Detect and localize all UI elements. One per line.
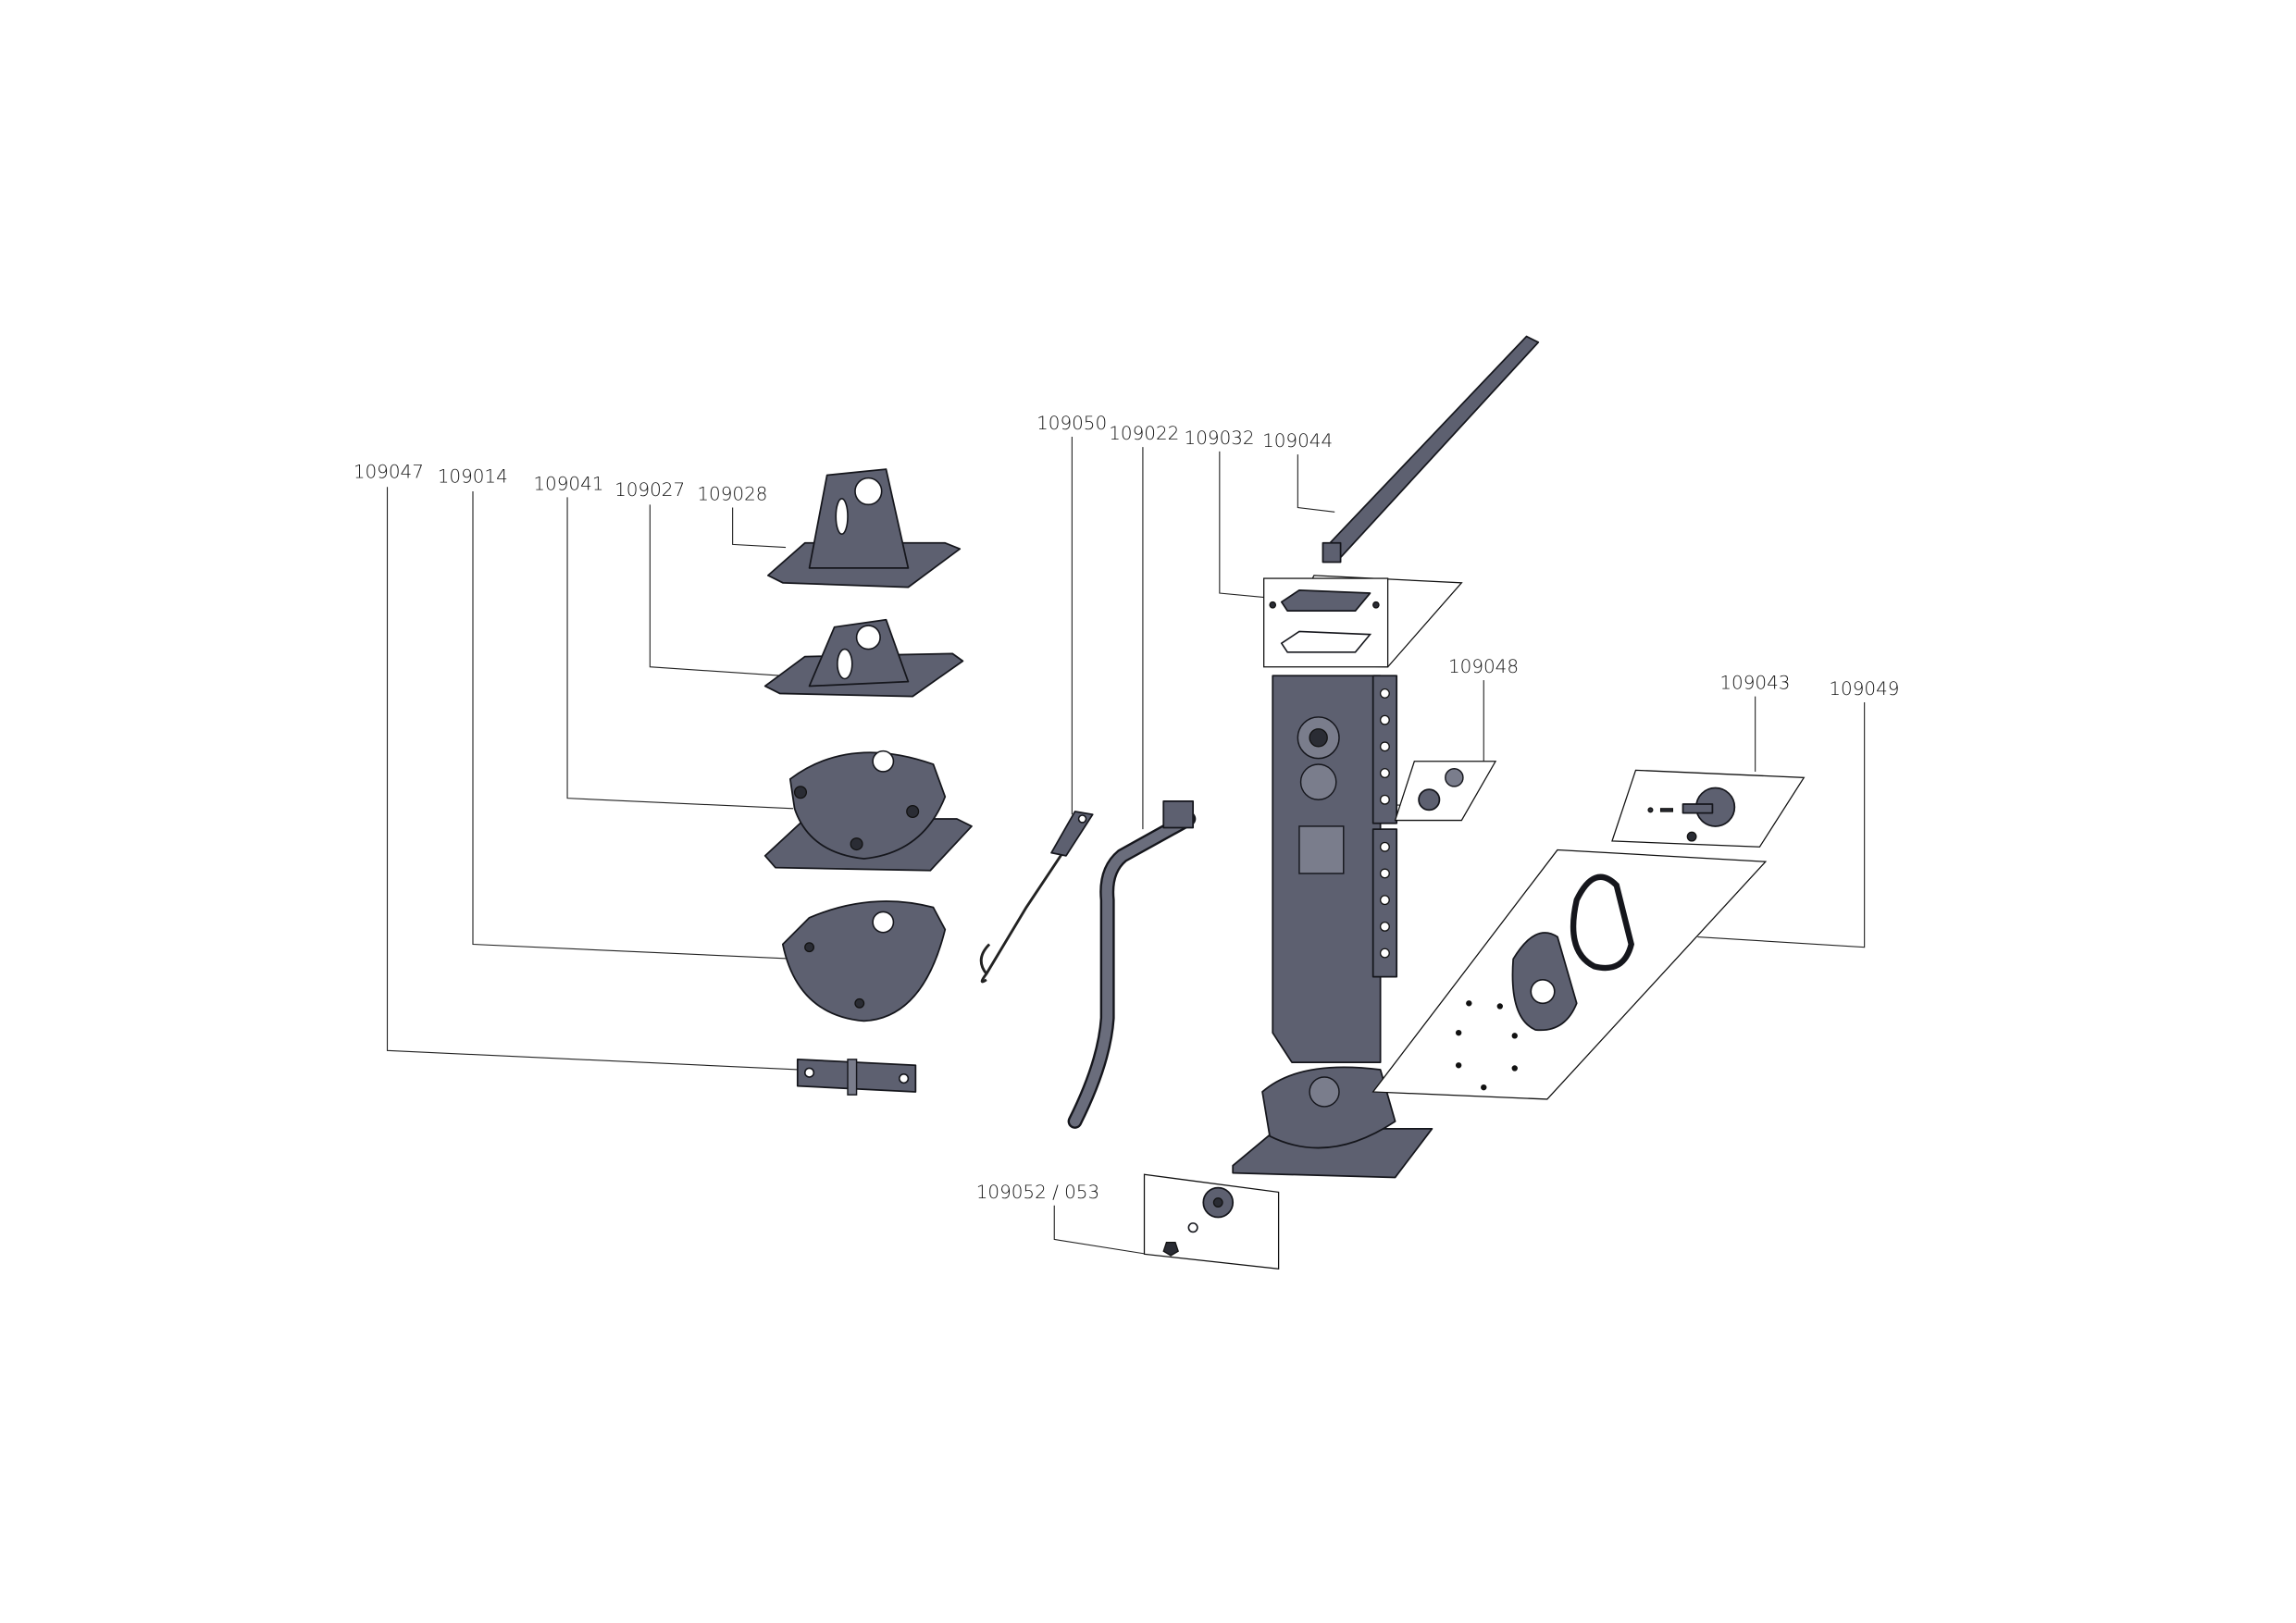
- part-109049-gearbox-kit: [1371, 849, 1768, 1100]
- part-109027-foot: [763, 618, 964, 698]
- part-109050-spring-hook: [979, 811, 1094, 984]
- part-109041-swivel-foot: [763, 750, 973, 872]
- label-109044: 109044: [1262, 430, 1333, 452]
- label-109050: 109050: [1036, 413, 1107, 434]
- label-109022: 109022: [1109, 423, 1179, 444]
- label-109032: 109032: [1185, 427, 1255, 449]
- label-109043: 109043: [1719, 673, 1790, 694]
- part-109047-plate: [796, 1059, 917, 1096]
- part-main-landing-gear-column: [1232, 675, 1433, 1179]
- label-109049: 109049: [1829, 678, 1899, 700]
- part-109052-053-hub-kit: [1143, 1173, 1280, 1270]
- part-109032-cap-kit: [1263, 575, 1463, 668]
- part-109044-drive-bar: [1322, 335, 1540, 564]
- part-109048-gear-kit: [1394, 761, 1497, 822]
- part-109028-foot: [767, 468, 962, 588]
- label-109052-053: 109052 / 053: [976, 1182, 1099, 1203]
- label-109041: 109041: [533, 473, 603, 494]
- part-109014-cup: [781, 900, 947, 1022]
- label-109027: 109027: [614, 479, 685, 501]
- part-109043-shaft-gear: [1611, 769, 1806, 848]
- label-109047: 109047: [354, 462, 424, 483]
- label-109028: 109028: [697, 484, 767, 505]
- part-109022-crank-handle: [1067, 799, 1197, 1129]
- label-109048: 109048: [1448, 656, 1519, 677]
- label-109014: 109014: [438, 465, 508, 487]
